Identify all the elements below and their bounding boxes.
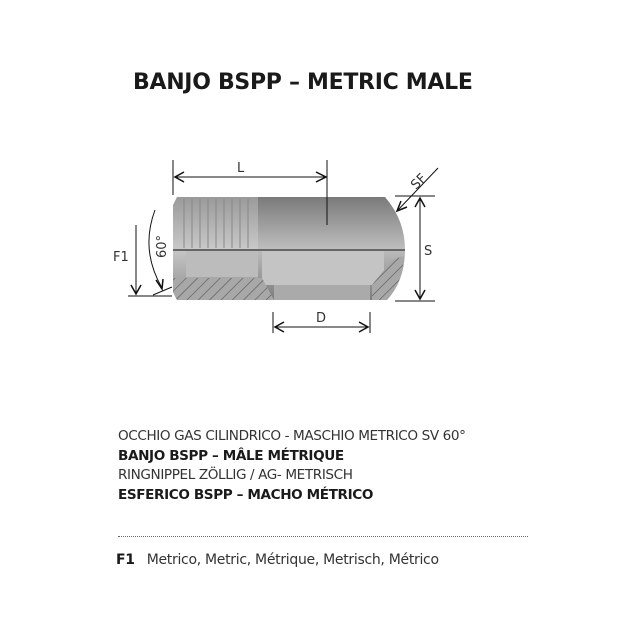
dimension-lines: [128, 160, 439, 333]
description-list: OCCHIO GAS CILINDRICO - MASCHIO METRICO …: [118, 427, 466, 505]
label-S: S: [424, 244, 432, 259]
description-de: RINGNIPPEL ZÖLLIG / AG- METRISCH: [118, 467, 353, 483]
label-L: L: [237, 161, 245, 176]
description-es: ESFERICO BSPP – MACHO MÉTRICO: [118, 486, 374, 503]
label-angle: 60°: [155, 235, 170, 258]
description-it: OCCHIO GAS CILINDRICO - MASCHIO METRICO …: [118, 428, 466, 444]
label-D: D: [316, 311, 326, 326]
dotted-divider: [118, 536, 528, 537]
legend-row: F1 Metrico, Metric, Métrique, Metrisch, M…: [116, 552, 439, 568]
fitting-body: [173, 197, 405, 300]
legend-key: F1: [116, 552, 135, 568]
label-F1: F1: [113, 250, 129, 265]
description-fr: BANJO BSPP – MÂLE MÉTRIQUE: [118, 447, 344, 464]
page-title: BANJO BSPP – METRIC MALE: [133, 70, 473, 95]
legend-value: Metrico, Metric, Métrique, Metrisch, Mét…: [146, 552, 439, 568]
label-SF: SF: [408, 171, 430, 193]
